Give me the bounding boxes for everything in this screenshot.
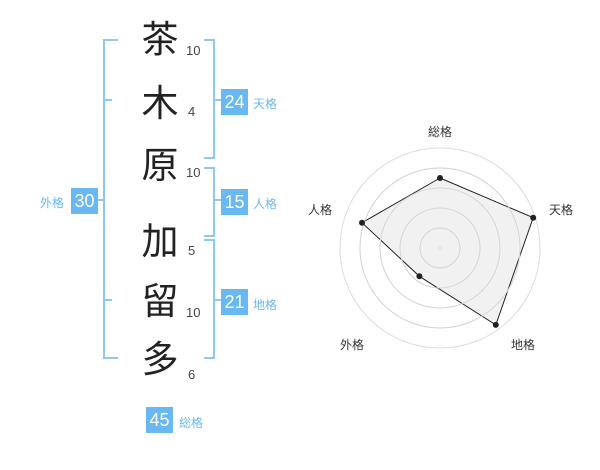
name-char-3: 原 [141,144,179,187]
name-char-5: 留 [141,280,179,323]
name-char-4: 加 [141,220,179,263]
stroke-count-3: 10 [186,165,201,180]
radar-axis-label-gaikaku: 外格 [340,338,365,352]
stroke-count-1: 10 [186,43,201,58]
radar-point-2 [492,321,499,328]
radar-shape [359,167,534,329]
chikaku-label: 地格 [253,298,278,312]
radar-ring-overlay [419,227,461,269]
radar-point-3 [416,273,423,280]
name-char-6: 多 [141,338,179,381]
stroke-count-4: 5 [188,243,196,258]
radar-ring-overlay [399,207,481,289]
radar-axis-label-tenkaku: 天格 [549,203,574,217]
stroke-count-2: 4 [188,104,196,119]
radar-points [359,175,537,328]
gaikaku-badge: 30 [71,188,98,214]
jinkaku-badge: 15 [221,189,248,215]
stroke-count-6: 6 [188,367,196,382]
radar-axis-label-jinkaku: 人格 [308,203,333,217]
tenkaku-label: 天格 [253,97,278,111]
radar-point-4 [359,219,365,226]
radar-ring-overlay [359,167,521,329]
radar-axis-label-chikaku: 地格 [511,338,536,352]
soukaku-label: 総格 [179,416,204,430]
radar-axis-label-soukaku: 総格 [428,125,453,139]
stroke-count-5: 10 [186,305,201,320]
name-char-2: 木 [141,82,179,125]
gaikaku-label: 外格 [40,196,65,210]
radar-point-0 [437,175,443,181]
name-char-1: 茶 [141,18,179,61]
radar-point-1 [530,214,537,221]
chikaku-badge: 21 [221,289,248,315]
tenkaku-badge: 24 [221,89,248,115]
jinkaku-label: 人格 [253,197,278,211]
radar-ring-overlay [379,187,501,309]
soukaku-badge: 45 [146,407,173,433]
